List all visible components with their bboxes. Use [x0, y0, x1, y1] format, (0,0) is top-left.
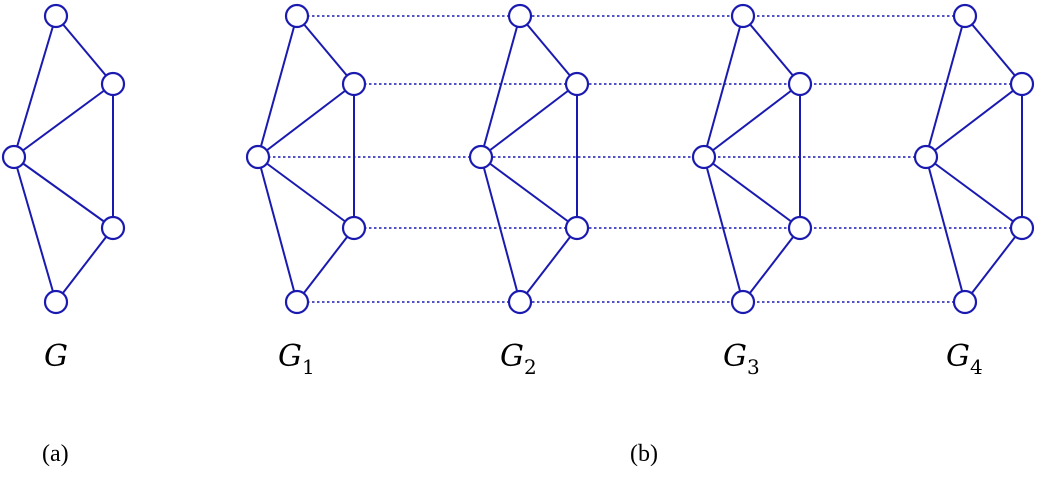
graph-label-subscript: 4 — [970, 355, 983, 379]
node — [913, 144, 939, 170]
graph-label-G3: G3 — [723, 339, 760, 379]
graph-label-G1: G1 — [278, 339, 315, 379]
node — [284, 3, 310, 29]
node — [507, 3, 533, 29]
graph-G3 — [691, 3, 813, 315]
graph-G — [1, 3, 126, 315]
panel-label-a: (a) — [42, 441, 69, 467]
node — [284, 289, 310, 315]
graph-label-subscript: 3 — [747, 355, 760, 379]
graph-label-subscript: 2 — [524, 355, 537, 379]
node — [787, 71, 813, 97]
node — [43, 3, 69, 29]
graph-G2 — [468, 3, 590, 315]
graph-G-edges — [13, 15, 114, 303]
node — [341, 71, 367, 97]
node — [730, 289, 756, 315]
node — [1009, 215, 1035, 241]
graph-G1 — [245, 3, 367, 315]
graph-label-G2: G2 — [500, 339, 537, 379]
node — [730, 3, 756, 29]
copy-connections — [258, 15, 1022, 303]
node — [100, 71, 126, 97]
node — [100, 215, 126, 241]
node — [952, 289, 978, 315]
node — [245, 144, 271, 170]
panel-label-b: (b) — [630, 441, 658, 467]
node — [691, 144, 717, 170]
node — [564, 215, 590, 241]
node — [1, 144, 27, 170]
node — [341, 215, 367, 241]
graph-G1-edges — [257, 15, 355, 303]
graph-G4-edges — [925, 15, 1023, 303]
graph-label-G: G — [44, 339, 68, 374]
node — [507, 289, 533, 315]
node — [952, 3, 978, 29]
node — [43, 289, 69, 315]
graph-G2-edges — [480, 15, 578, 303]
graph-G3-edges — [703, 15, 801, 303]
node — [1009, 71, 1035, 97]
graph-label-G4: G4 — [946, 339, 983, 379]
graph-G4 — [913, 3, 1035, 315]
node — [564, 71, 590, 97]
node — [468, 144, 494, 170]
node — [787, 215, 813, 241]
graph-label-subscript: 1 — [302, 355, 315, 379]
